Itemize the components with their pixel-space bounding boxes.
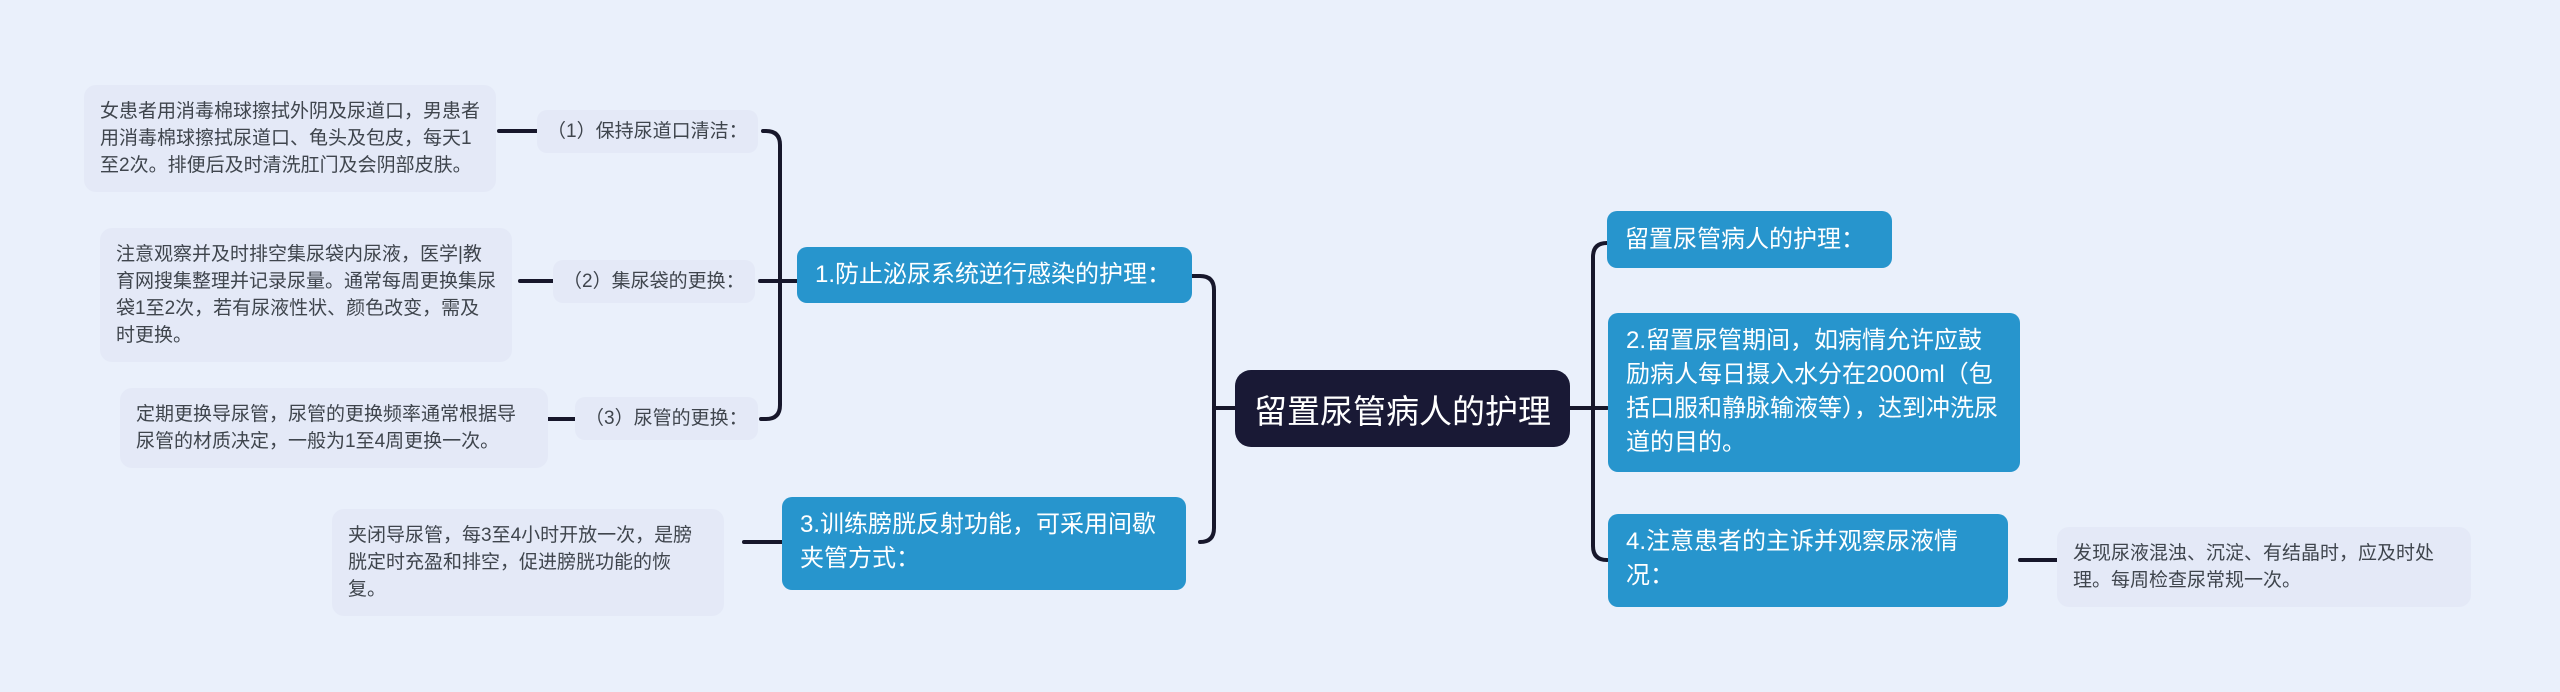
connector-right-bracket-down [1591, 406, 1609, 562]
connector-left-bracket [1190, 274, 1216, 544]
note-urethral-cleaning[interactable]: 女患者用消毒棉球擦拭外阴及尿道口，男患者用消毒棉球擦拭尿道口、龟头及包皮，每天1… [84, 85, 496, 192]
root-topic-catheter-care[interactable]: 留置尿管病人的护理 [1235, 370, 1570, 447]
note-urine-observation[interactable]: 发现尿液混浊、沉淀、有结晶时，应及时处理。每周检查尿常规一次。 [2057, 527, 2471, 607]
connector-labels-bracket [759, 129, 782, 421]
topic-water-intake[interactable]: 2.留置尿管期间，如病情允许应鼓励病人每日摄入水分在2000ml（包括口服和静脉… [1608, 313, 2020, 472]
note-bag-replacement[interactable]: 注意观察并及时排空集尿袋内尿液，医学|教育网搜集整理并记录尿量。通常每周更换集尿… [100, 228, 512, 362]
topic-bladder-training[interactable]: 3.训练膀胱反射功能，可采用间歇夹管方式： [782, 497, 1186, 590]
note-clamping-method[interactable]: 夹闭导尿管，每3至4小时开放一次，是膀胱定时充盈和排空，促进膀胱功能的恢复。 [332, 509, 724, 616]
topic-catheter-care-title[interactable]: 留置尿管病人的护理： [1607, 211, 1892, 268]
connector-right-bracket-up [1591, 241, 1609, 410]
note-catheter-replacement[interactable]: 定期更换导尿管，尿管的更换频率通常根据导尿管的材质决定，一般为1至4周更换一次。 [120, 388, 548, 468]
label-keep-meatus-clean[interactable]: （1）保持尿道口清洁： [537, 110, 758, 153]
label-catheter-replacement[interactable]: （3）尿管的更换： [575, 397, 758, 440]
label-bag-replacement[interactable]: （2）集尿袋的更换： [553, 260, 755, 303]
topic-observe-urine[interactable]: 4.注意患者的主诉并观察尿液情况： [1608, 514, 2008, 607]
topic-prevent-infection[interactable]: 1.防止泌尿系统逆行感染的护理： [797, 247, 1192, 303]
